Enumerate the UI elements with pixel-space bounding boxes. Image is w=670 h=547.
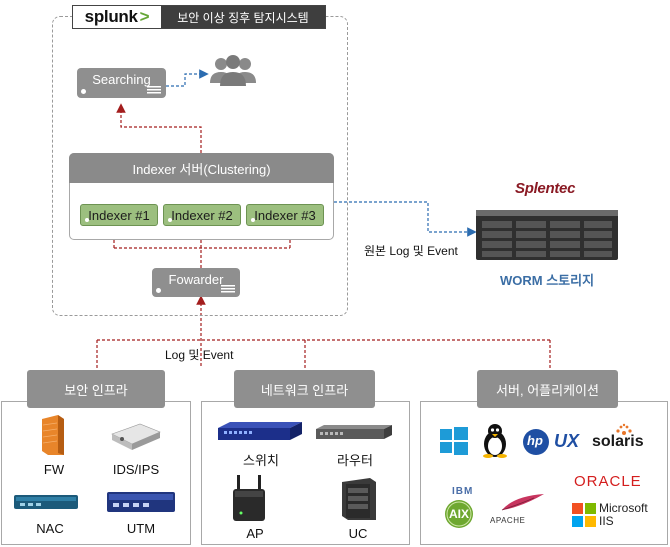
- oracle-logo: ORACLE: [574, 473, 642, 490]
- indexer-node-3: Indexer #3: [246, 204, 324, 226]
- device-label-switch: 스위치: [243, 453, 279, 468]
- indexer-node-label: Indexer #1: [88, 207, 150, 223]
- device-label-ap: AP: [246, 526, 264, 541]
- device-label-nac: NAC: [36, 521, 64, 536]
- nac-appliance-icon: [14, 495, 78, 509]
- collect-edge-label: Log 및 Event: [165, 348, 234, 362]
- network-infra-label: 네트워크 인프라: [234, 370, 375, 408]
- linux-icon: [483, 424, 507, 458]
- storage-server-icon: [476, 210, 618, 260]
- splunk-logo-text: splunk: [84, 7, 138, 26]
- hp-logo-text: hp: [527, 433, 543, 448]
- solaris-logo: solaris: [592, 433, 644, 450]
- indexer-to-storage-arrow: [334, 201, 477, 237]
- indexer-server-title: Indexer 서버(Clustering): [69, 153, 334, 183]
- worm-storage-label: WORM 스토리지: [500, 273, 595, 288]
- system-title: 보안 이상 징후 탐지시스템: [161, 6, 325, 28]
- node-lines: [221, 285, 235, 293]
- indexer-node-1: Indexer #1: [80, 204, 158, 226]
- uc-server-icon: [342, 478, 376, 520]
- microsoft-iis-logo: Microsoft IIS: [599, 502, 648, 528]
- searching-label: Searching: [92, 71, 151, 87]
- iis-logo-text: IIS: [599, 514, 614, 528]
- aix-logo-text: AIX: [449, 507, 470, 521]
- device-label-uc: UC: [348, 526, 368, 541]
- windows-icon: [440, 427, 468, 455]
- splunk-logo-mark: >: [139, 7, 150, 26]
- splentec-logo: Splentec: [515, 180, 576, 197]
- hpux-logo: hp UX: [522, 428, 582, 458]
- microsoft-logo-text: Microsoft: [599, 501, 648, 515]
- ids-appliance-icon: [111, 423, 161, 450]
- indexer-node-label: Indexer #2: [171, 207, 233, 223]
- storage-edge-label: 원본 Log 및 Event: [364, 244, 458, 258]
- device-label-router: 라우터: [337, 453, 373, 468]
- device-label-ids-ips: IDS/IPS: [112, 462, 160, 477]
- ibm-logo: IBM: [452, 486, 474, 497]
- node-dot: [156, 288, 161, 293]
- switch-icon: [218, 422, 302, 440]
- utm-appliance-icon: [107, 492, 175, 512]
- users-icon: [210, 55, 256, 86]
- node-lines: [147, 86, 161, 94]
- indexer-node-label: Indexer #3: [254, 207, 316, 223]
- server-app-box: [420, 401, 668, 545]
- indexer-node-2: Indexer #2: [163, 204, 241, 226]
- ap-icon: [233, 475, 265, 521]
- forwarder-label: Fowarder: [168, 271, 224, 287]
- node-dot: [81, 89, 86, 94]
- forwarder-node: Fowarder: [152, 268, 240, 297]
- device-label-fw: FW: [43, 462, 65, 477]
- hp-logo-icon: [523, 429, 549, 455]
- security-infra-label: 보안 인프라: [27, 370, 165, 408]
- router-icon: [316, 425, 392, 439]
- apache-logo: APACHE: [490, 516, 526, 525]
- aix-logo-icon: [445, 500, 473, 528]
- microsoft-logo-icon: [572, 503, 596, 527]
- splunk-logo: splunk>: [73, 6, 161, 28]
- security-infra-box: [1, 401, 191, 545]
- searching-to-users-arrow: [166, 69, 209, 87]
- firewall-icon: [42, 415, 64, 455]
- indexer-server-group: Indexer 서버(Clustering) Indexer #1 Indexe…: [69, 153, 334, 240]
- device-label-utm: UTM: [126, 521, 156, 536]
- indexer-to-searching-arrow: [116, 103, 202, 153]
- server-app-label: 서버, 어플리케이션: [477, 370, 618, 408]
- ux-logo-text: UX: [554, 431, 580, 451]
- header-bar: splunk> 보안 이상 징후 탐지시스템: [72, 5, 326, 29]
- solaris-sun-icon: [616, 423, 632, 435]
- searching-node: Searching: [77, 68, 166, 98]
- apache-feather-icon: [501, 494, 544, 511]
